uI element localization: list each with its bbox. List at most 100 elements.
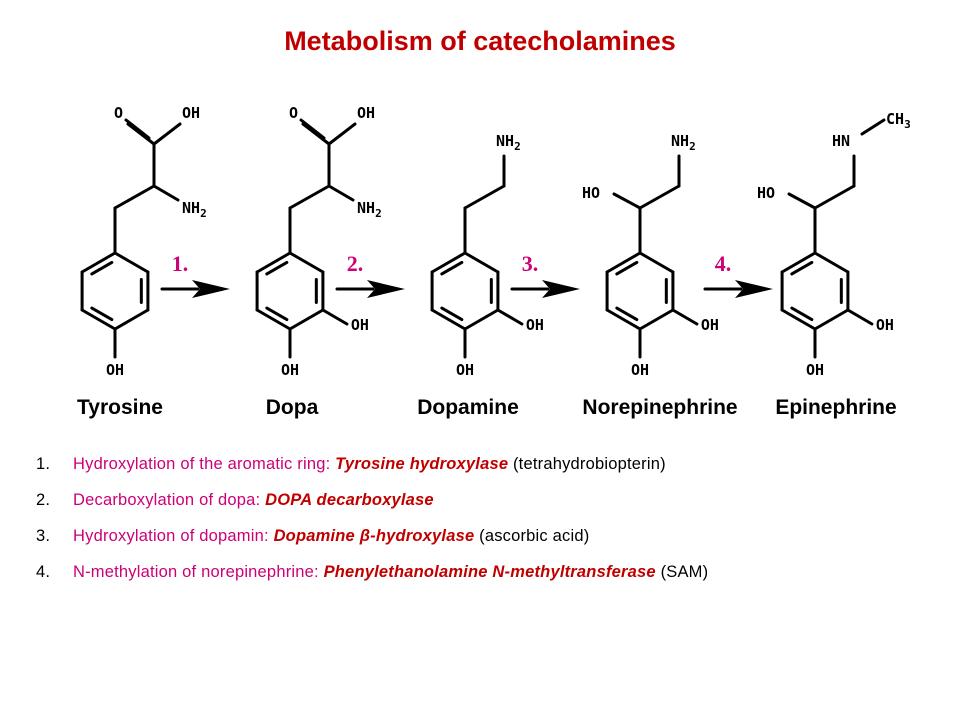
bond (638, 184, 681, 210)
bond (113, 251, 150, 274)
enzyme-name: Phenylethanolamine N-methyltransferase (323, 563, 656, 581)
atom-label: OH (806, 361, 824, 379)
bond (780, 308, 817, 331)
atom-label: OH (357, 104, 375, 122)
atom-label: NH2 (496, 132, 521, 153)
bond (113, 308, 150, 331)
atom-label: OH (631, 361, 649, 379)
bond (255, 308, 292, 331)
bond (787, 192, 817, 210)
bond (113, 184, 156, 210)
step-description: Decarboxylation of dopa: (73, 491, 266, 509)
bond (612, 192, 642, 210)
compound-name: Dopa (266, 396, 319, 419)
bond (790, 306, 814, 322)
bond (790, 260, 814, 276)
step-description: Hydroxylation of dopamin: (73, 527, 274, 545)
bond (615, 306, 639, 322)
bond (463, 308, 500, 331)
atom-label: OH (106, 361, 124, 379)
atom-label: OH (182, 104, 200, 122)
bond (255, 251, 292, 274)
compound-name: Tyrosine (77, 396, 163, 419)
bond (327, 184, 355, 202)
bond (327, 122, 357, 146)
arrow-label: 3. (522, 251, 539, 276)
arrow-head (542, 280, 580, 298)
bond (265, 260, 289, 276)
step-number: 2. (36, 491, 51, 509)
compound-name: Epinephrine (775, 396, 896, 419)
step-item-2: 2. Decarboxylation of dopa: DOPA decarbox… (36, 490, 936, 510)
bond (430, 308, 467, 331)
atom-label: HO (582, 184, 600, 202)
bond (301, 122, 331, 146)
bond (813, 308, 850, 331)
step-number: 3. (36, 527, 51, 545)
bond (265, 306, 289, 322)
step-item-4: 4. N-methylation of norepinephrine: Pheny… (36, 562, 936, 582)
atom-label: HO (757, 184, 775, 202)
bond (463, 251, 500, 274)
bond (299, 118, 326, 140)
cofactor: (ascorbic acid) (474, 527, 590, 545)
bond (463, 184, 506, 210)
arrow-label: 1. (172, 251, 189, 276)
atom-label: NH2 (671, 132, 696, 153)
structures: OH NH2 O OH Tyrosine OH OH NH2 O OH Dopa OH OH NH2Dop… (77, 104, 911, 419)
compound-tyrosine: OH NH2 O OH Tyrosine (77, 104, 207, 419)
bond (813, 184, 856, 210)
compound-name: Dopamine (417, 396, 519, 419)
bond (152, 122, 182, 146)
atom-label: OH (456, 361, 474, 379)
cofactor: (tetrahydrobiopterin) (508, 455, 666, 473)
reaction-arrows: 1.2.3.4. (160, 251, 773, 298)
bond (321, 308, 349, 326)
atom-label: NH2 (357, 199, 382, 220)
arrow-head (367, 280, 405, 298)
enzyme-name: Tyrosine hydroxylase (335, 455, 509, 473)
bond (638, 251, 675, 274)
atom-label: OH (876, 316, 894, 334)
bond (80, 308, 117, 331)
bond (288, 251, 325, 274)
bond (152, 184, 180, 202)
arrow-head (192, 280, 230, 298)
arrow-head (735, 280, 773, 298)
bond (288, 308, 325, 331)
arrow-label: 4. (715, 251, 732, 276)
bond (288, 184, 331, 210)
cofactor: (SAM) (655, 563, 709, 581)
atom-label: HN (832, 132, 850, 150)
atom-label: O (114, 104, 123, 122)
reaction-arrow-1: 1. (160, 251, 230, 298)
compound-name: Norepinephrine (582, 396, 737, 419)
bond (90, 306, 114, 322)
reaction-arrow-4: 4. (703, 251, 773, 298)
bond (430, 251, 467, 274)
bond (440, 260, 464, 276)
reaction-arrow-3: 3. (510, 251, 580, 298)
atom-label: OH (351, 316, 369, 334)
enzyme-name: Dopamine β-hydroxylase (273, 527, 475, 545)
atom-label: OH (281, 361, 299, 379)
bond (860, 118, 886, 136)
compound-dopa: OH OH NH2 O OH Dopa (255, 104, 382, 419)
bond (615, 260, 639, 276)
step-description: Hydroxylation of the aromatic ring: (73, 455, 336, 473)
atom-label: OH (526, 316, 544, 334)
reaction-scheme: OH NH2 O OH Tyrosine OH OH NH2 O OH Dopa OH OH NH2Dop… (77, 104, 911, 419)
step-number: 4. (36, 563, 51, 581)
atom-label: O (289, 104, 298, 122)
enzyme-name: DOPA decarboxylase (265, 491, 434, 509)
bond (605, 308, 642, 331)
step-description: N-methylation of norepinephrine: (73, 563, 324, 581)
bond (90, 260, 114, 276)
bond (80, 251, 117, 274)
atom-label: NH2 (182, 199, 207, 220)
bond (846, 308, 874, 326)
page-title: Metabolism of catecholamines (284, 26, 676, 56)
step-number: 1. (36, 455, 51, 473)
step-item-3: 3. Hydroxylation of dopamin: Dopamine β-h… (36, 526, 936, 546)
